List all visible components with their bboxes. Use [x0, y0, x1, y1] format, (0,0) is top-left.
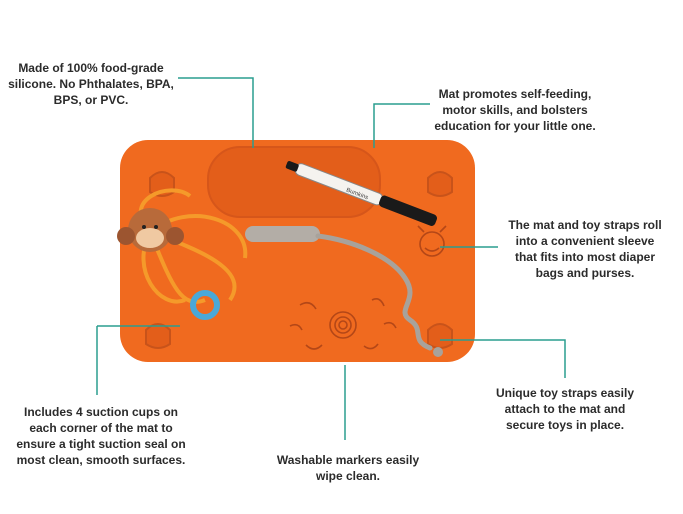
- callout-toy-straps: Unique toy straps easily attach to the m…: [495, 386, 635, 432]
- washable-marker: Bumkins: [285, 161, 437, 226]
- monkey-teether-toy: [117, 188, 248, 320]
- suction-cups: [145, 171, 453, 349]
- callout-self-feeding: Mat promotes self-feeding, motor skills,…: [434, 87, 596, 133]
- teether-ring: [190, 290, 220, 320]
- marker-drawings: [289, 225, 447, 350]
- callout-leader-lines: [96, 77, 566, 440]
- toy-strap: [245, 226, 443, 357]
- callout-sleeve: The mat and toy straps roll into a conve…: [508, 218, 662, 280]
- callout-material: Made of 100% food-grade silicone. No Pht…: [8, 61, 174, 107]
- marker-tray: [207, 146, 381, 218]
- callout-markers: Washable markers easily wipe clean.: [276, 453, 420, 483]
- callout-suction: Includes 4 suction cups on each corner o…: [16, 405, 186, 467]
